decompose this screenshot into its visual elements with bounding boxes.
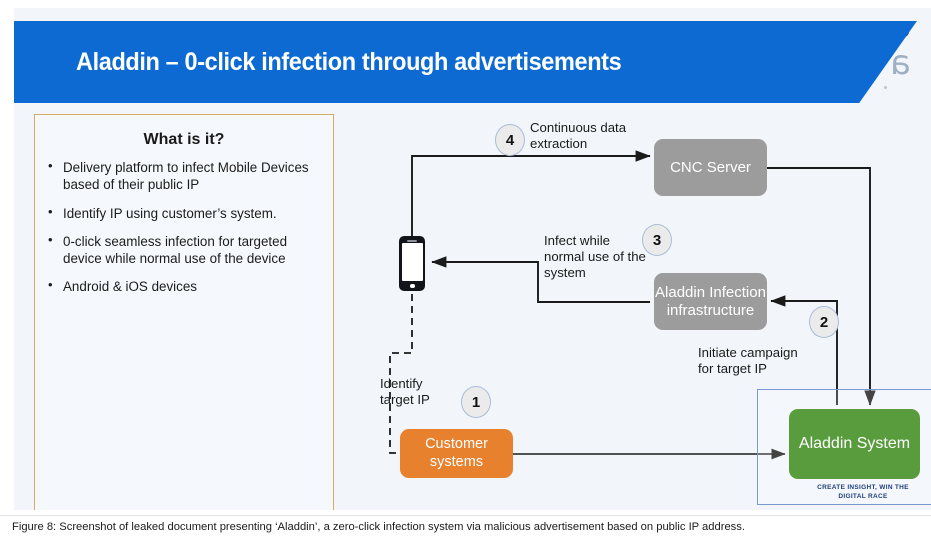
list-item: Delivery platform to infect Mobile Devic… <box>45 158 323 194</box>
node-aladdin-system[interactable]: Aladdin System <box>789 409 920 479</box>
slide-title: Aladdin – 0-click infection through adve… <box>76 47 622 76</box>
phone-home-button-icon <box>410 283 415 288</box>
what-is-it-heading: What is it? <box>143 131 225 148</box>
phone-screen-icon <box>401 243 423 281</box>
attack-flow-diagram: CNC Server Aladdin Infection infrastruct… <box>14 8 931 510</box>
label-identify-target-ip: Identify target IP <box>380 376 430 408</box>
label-continuous-data-extraction: Continuous data extraction <box>530 120 627 152</box>
brand-logo-speck-icon <box>884 86 887 89</box>
node-customer-systems[interactable]: Customer systems <box>400 429 513 478</box>
list-item: Identify IP using customer’s system. <box>45 204 323 222</box>
label-infect-while-normal-use: Infect while normal use of the system <box>544 233 646 281</box>
phone-speaker-icon <box>407 239 417 242</box>
diagram-connectors <box>389 150 876 460</box>
what-is-it-card: What is it? Delivery platform to infect … <box>34 114 334 510</box>
figure-container: a Aladdin – 0-click infection through ad… <box>0 0 931 518</box>
label-initiate-campaign: Initiate campaign for target IP <box>698 345 798 377</box>
wire-aladdin-to-infra <box>770 295 838 405</box>
node-cnc-server[interactable]: CNC Server <box>654 139 767 196</box>
node-aladdin-infection-infrastructure[interactable]: Aladdin Infection infrastructure <box>654 273 767 330</box>
wire-device-to-customer-dashed <box>389 294 413 454</box>
step-marker-3: 3 <box>642 224 672 256</box>
slide-title-banner: Aladdin – 0-click infection through adve… <box>14 21 917 103</box>
figure-caption: Figure 8: Screenshot of leaked document … <box>12 521 745 533</box>
wire-infra-to-device <box>431 256 650 303</box>
step-marker-4: 4 <box>495 124 525 156</box>
wire-cnc-to-aladdin <box>767 167 876 406</box>
step-marker-1: 1 <box>461 386 491 418</box>
presentation-slide: a Aladdin – 0-click infection through ad… <box>14 8 931 510</box>
list-item: Android & iOS devices <box>45 277 323 295</box>
mobile-phone-icon <box>399 236 425 291</box>
caption-divider <box>0 515 931 516</box>
what-is-it-bullet-list: Delivery platform to infect Mobile Devic… <box>45 158 323 296</box>
step-marker-2: 2 <box>809 306 839 338</box>
aladdin-system-tagline: CREATE INSIGHT, WIN THE DIGITAL RACE <box>817 484 909 500</box>
wire-device-to-cnc <box>411 150 651 236</box>
list-item: 0-click seamless infection for targeted … <box>45 232 323 268</box>
